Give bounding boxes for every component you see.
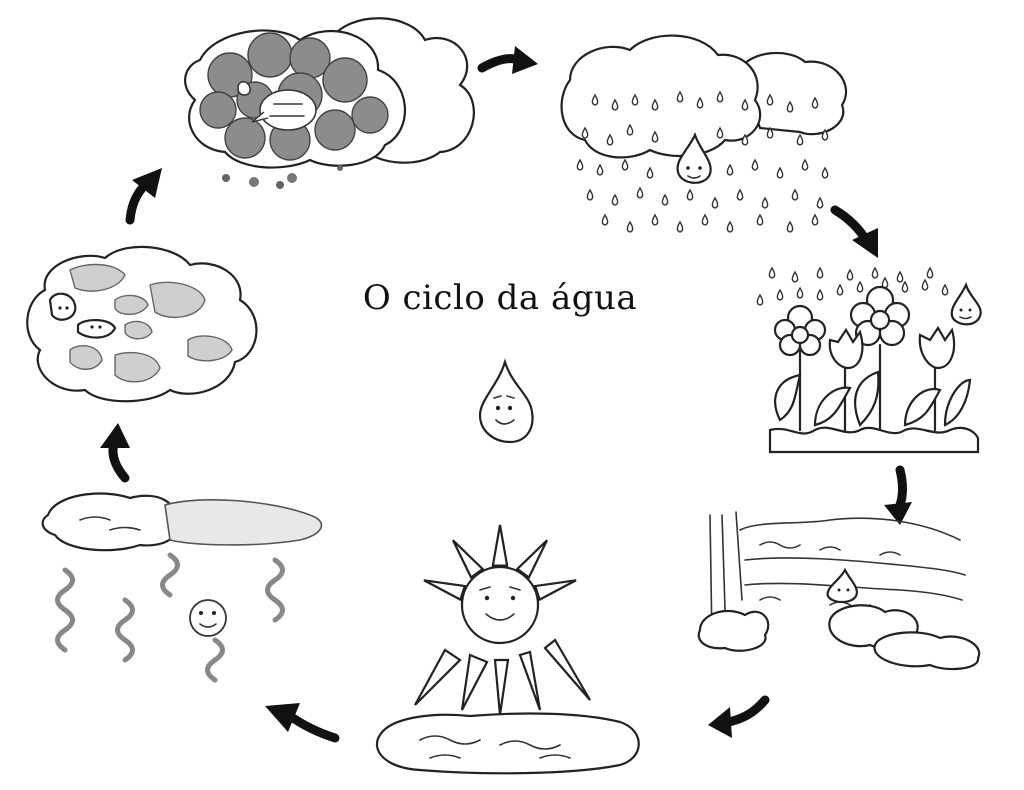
sun-ray bbox=[533, 579, 577, 602]
arrow-rain-to-flowers bbox=[830, 205, 878, 258]
raindrop bbox=[661, 193, 669, 206]
raindrop bbox=[871, 266, 879, 279]
raindrop bbox=[576, 158, 584, 171]
raindrop bbox=[626, 220, 634, 233]
raindrop bbox=[901, 280, 909, 293]
raindrop bbox=[701, 213, 709, 226]
water-drop-icon bbox=[478, 358, 534, 444]
smiling-drop-icon bbox=[676, 132, 712, 184]
raindrop bbox=[651, 213, 659, 226]
rain-cloud-icon bbox=[560, 34, 848, 233]
river-icon bbox=[697, 511, 981, 671]
raindrop bbox=[676, 220, 684, 233]
raindrop bbox=[601, 213, 609, 226]
raindrop bbox=[711, 196, 719, 209]
diagram-title: O ciclo da água bbox=[362, 278, 638, 318]
raindrop bbox=[766, 126, 774, 139]
raindrop bbox=[626, 123, 634, 136]
raindrop bbox=[768, 266, 776, 279]
vapor-icon bbox=[41, 492, 323, 683]
arrow-cloud-to-storm bbox=[125, 168, 162, 225]
raindrop bbox=[756, 293, 764, 306]
raindrop bbox=[736, 188, 744, 201]
arrow-storm-to-rain bbox=[477, 46, 538, 74]
raindrop bbox=[786, 100, 794, 113]
sun-icon bbox=[375, 524, 640, 775]
raindrop bbox=[896, 270, 904, 283]
arrow-sun-to-vapor bbox=[265, 703, 340, 743]
sun-ray bbox=[515, 539, 549, 580]
raindrop bbox=[651, 130, 659, 143]
arrow-river-to-sun bbox=[708, 695, 770, 738]
raindrop bbox=[921, 278, 929, 291]
raindrop bbox=[796, 133, 804, 146]
raindrop bbox=[776, 166, 784, 179]
raindrop bbox=[821, 128, 829, 141]
storm-cloud-icon bbox=[184, 17, 475, 189]
raindrops bbox=[576, 90, 829, 233]
raindrop bbox=[801, 158, 809, 171]
raindrop bbox=[766, 93, 774, 106]
raindrop bbox=[741, 98, 749, 111]
raindrop bbox=[611, 98, 619, 111]
cloud-icon bbox=[26, 245, 258, 403]
raindrop bbox=[651, 98, 659, 111]
raindrop bbox=[856, 280, 864, 293]
raindrop bbox=[676, 90, 684, 103]
raindrop bbox=[696, 96, 704, 109]
raindrop bbox=[786, 220, 794, 233]
sun-ray bbox=[491, 524, 509, 567]
raindrop bbox=[836, 283, 844, 296]
raindrop bbox=[821, 166, 829, 179]
raindrop bbox=[811, 213, 819, 226]
raindrop bbox=[756, 213, 764, 226]
raindrop bbox=[726, 220, 734, 233]
raindrop bbox=[581, 126, 589, 139]
raindrop bbox=[816, 288, 824, 301]
raindrop bbox=[686, 188, 694, 201]
flowers-icon bbox=[756, 266, 982, 454]
raindrop bbox=[606, 133, 614, 146]
raindrop bbox=[926, 266, 934, 279]
raindrop bbox=[611, 193, 619, 206]
raindrop bbox=[791, 270, 799, 283]
raindrop bbox=[791, 188, 799, 201]
raindrop bbox=[716, 90, 724, 103]
raindrop bbox=[636, 186, 644, 199]
raindrop bbox=[596, 163, 604, 176]
raindrop bbox=[816, 266, 824, 279]
raindrop bbox=[621, 158, 629, 171]
raindrop bbox=[796, 286, 804, 299]
raindrop bbox=[751, 158, 759, 171]
raindrop bbox=[591, 93, 599, 106]
arrow-vapor-to-cloud bbox=[100, 423, 130, 483]
raindrop bbox=[726, 163, 734, 176]
raindrop bbox=[846, 268, 854, 281]
raindrop bbox=[716, 126, 724, 139]
raindrop bbox=[761, 196, 769, 209]
raindrop bbox=[646, 166, 654, 179]
arrow-flowers-to-river bbox=[884, 465, 912, 525]
sun-ray bbox=[451, 539, 485, 580]
raindrop bbox=[586, 188, 594, 201]
raindrop bbox=[811, 96, 819, 109]
raindrop bbox=[631, 93, 639, 106]
raindrop bbox=[816, 196, 824, 209]
raindrop bbox=[776, 288, 784, 301]
raindrop bbox=[741, 133, 749, 146]
raindrop bbox=[941, 283, 949, 296]
sun-ray bbox=[423, 579, 467, 602]
